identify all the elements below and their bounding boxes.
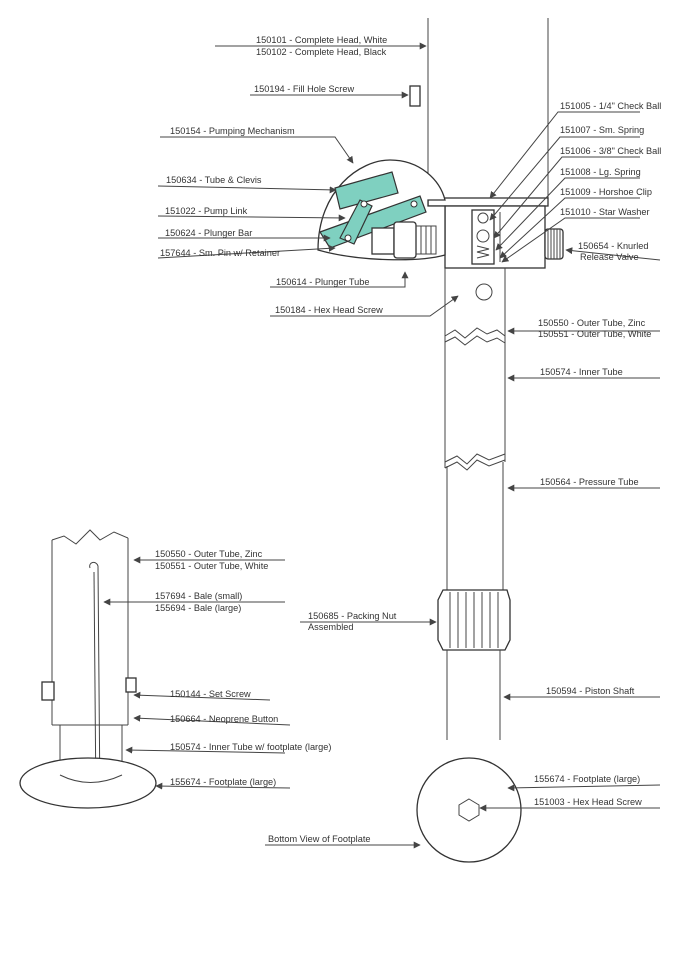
- label-150194: 150194 - Fill Hole Screw: [254, 84, 354, 94]
- label-150634: 150634 - Tube & Clevis: [166, 175, 262, 185]
- footplate-bottom-view: [416, 757, 522, 863]
- label-150551-left: 150551 - Outer Tube, White: [155, 561, 268, 571]
- outer-tube: [444, 268, 506, 471]
- label-150654-b: Release Valve: [580, 252, 639, 262]
- label-150685-a: 150685 - Packing Nut: [308, 611, 397, 621]
- label-151006: 151006 - 3/8" Check Ball: [560, 146, 661, 156]
- label-150550-left: 150550 - Outer Tube, Zinc: [155, 549, 263, 559]
- label-151010: 151010 - Star Washer: [560, 207, 650, 217]
- label-151009: 151009 - Horshoe Clip: [560, 187, 652, 197]
- label-150624: 150624 - Plunger Bar: [165, 228, 252, 238]
- label-bottom-view: Bottom View of Footplate: [268, 834, 370, 844]
- main-assembly: [416, 18, 564, 863]
- label-150594: 150594 - Piston Shaft: [546, 686, 635, 696]
- label-157644: 157644 - Sm. Pin w/ Retainer: [160, 248, 280, 258]
- piston-shaft: [446, 650, 501, 740]
- tube-and-clevis: [334, 171, 399, 210]
- label-150614: 150614 - Plunger Tube: [276, 277, 369, 287]
- label-150654-a: 150654 - Knurled: [578, 241, 649, 251]
- label-150685-b: Assembled: [308, 622, 353, 632]
- pumping-mechanism: [317, 85, 446, 261]
- packing-nut: [437, 589, 511, 651]
- left-detail: [19, 529, 157, 809]
- pressure-tube: [446, 462, 504, 590]
- label-150102: 150102 - Complete Head, Black: [256, 47, 387, 57]
- label-151007: 151007 - Sm. Spring: [560, 125, 644, 135]
- label-150564: 150564 - Pressure Tube: [540, 477, 639, 487]
- label-155674-right: 155674 - Footplate (large): [534, 774, 640, 784]
- knurled-release-valve: [544, 228, 564, 260]
- part-labels: 150101 - Complete Head, White 150102 - C…: [155, 35, 661, 844]
- label-151022: 151022 - Pump Link: [165, 206, 248, 216]
- label-155694: 155694 - Bale (large): [155, 603, 241, 613]
- label-150551-right: 150551 - Outer Tube, White: [538, 329, 651, 339]
- label-151003: 151003 - Hex Head Screw: [534, 797, 642, 807]
- label-150144: 150144 - Set Screw: [170, 689, 251, 699]
- label-151008: 151008 - Lg. Spring: [560, 167, 641, 177]
- label-157694: 157694 - Bale (small): [155, 591, 242, 601]
- pump-link: [339, 199, 373, 245]
- label-150574-left: 150574 - Inner Tube w/ footplate (large): [170, 742, 331, 752]
- label-150154: 150154 - Pumping Mechanism: [170, 126, 295, 136]
- label-150550-right: 150550 - Outer Tube, Zinc: [538, 318, 646, 328]
- label-150101: 150101 - Complete Head, White: [256, 35, 387, 45]
- head-tube: [427, 18, 549, 207]
- label-150184: 150184 - Hex Head Screw: [275, 305, 383, 315]
- label-150574-right: 150574 - Inner Tube: [540, 367, 623, 377]
- label-155674-left: 155674 - Footplate (large): [170, 777, 276, 787]
- label-150664: 150664 - Neoprene Button: [170, 714, 278, 724]
- label-151005: 151005 - 1/4" Check Ball: [560, 101, 661, 111]
- leader-lines: [103, 42, 661, 849]
